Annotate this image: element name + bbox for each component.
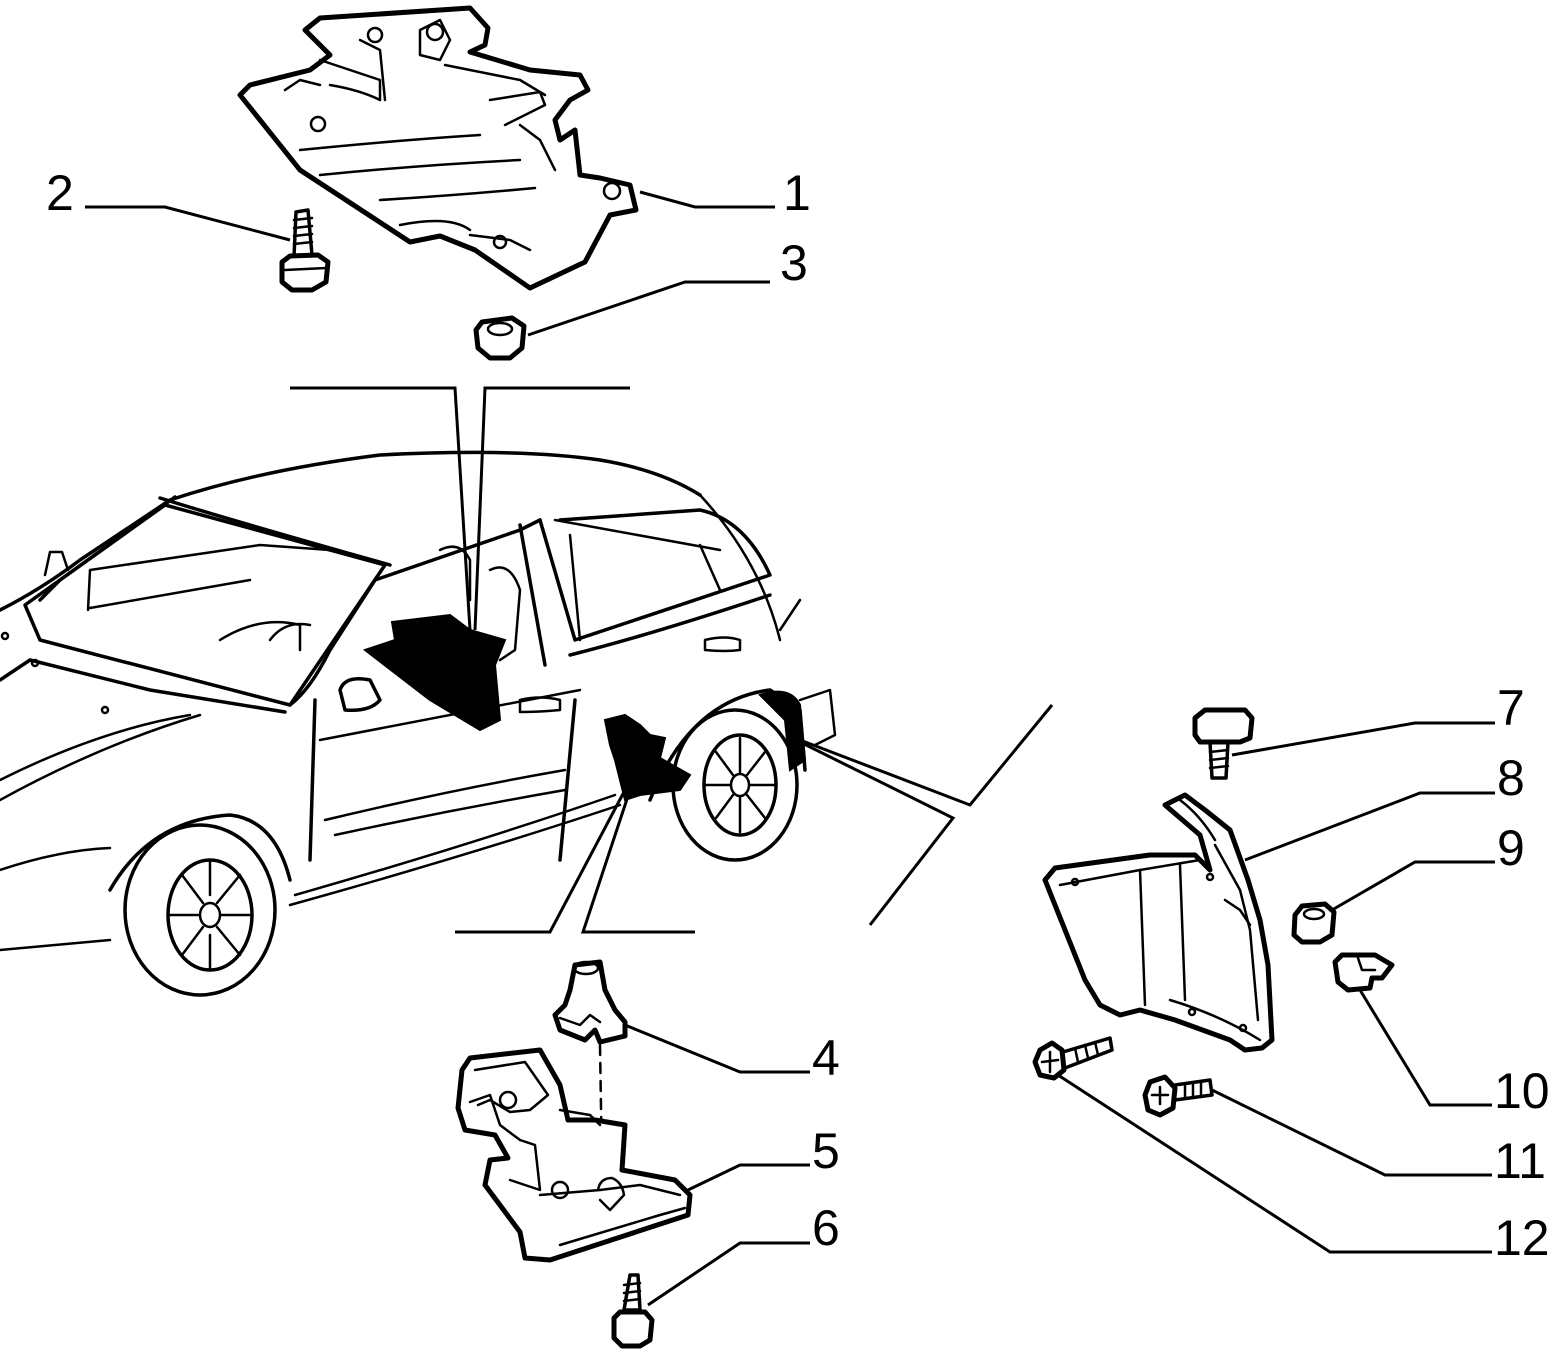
- vehicle-illustration: [0, 450, 837, 997]
- callout-10: 10: [1494, 1063, 1550, 1119]
- callout-3: 3: [780, 235, 808, 291]
- part-1-underbody-shield[interactable]: [237, 5, 639, 291]
- callout-labels: 1 2 3 4 5 6 7 8 9 10 11 12: [46, 165, 1550, 1266]
- leader-lines: [85, 190, 1495, 1307]
- part-10-clip[interactable]: [1332, 952, 1395, 993]
- part-4-clip[interactable]: [552, 959, 628, 1172]
- part-8-wheelarch-liner[interactable]: [1042, 792, 1275, 1053]
- callout-1: 1: [783, 165, 811, 221]
- callout-2: 2: [46, 165, 74, 221]
- part-3-nut[interactable]: [473, 315, 527, 361]
- part-11-screw[interactable]: [1142, 1074, 1214, 1118]
- part-5-underbody-shield[interactable]: [455, 1047, 693, 1263]
- callout-6: 6: [812, 1200, 840, 1256]
- callout-4: 4: [812, 1030, 840, 1086]
- callout-9: 9: [1497, 820, 1525, 876]
- part-9-nut[interactable]: [1291, 901, 1337, 945]
- callout-7: 7: [1497, 680, 1525, 736]
- callout-8: 8: [1497, 750, 1525, 806]
- part-7-bolt[interactable]: [1192, 707, 1255, 780]
- part-6-screw[interactable]: [611, 1273, 655, 1349]
- part-2-screw[interactable]: [279, 208, 331, 293]
- part-12-screw[interactable]: [1032, 1036, 1114, 1081]
- callout-5: 5: [812, 1123, 840, 1179]
- callout-11: 11: [1494, 1133, 1546, 1189]
- callout-12: 12: [1494, 1210, 1550, 1266]
